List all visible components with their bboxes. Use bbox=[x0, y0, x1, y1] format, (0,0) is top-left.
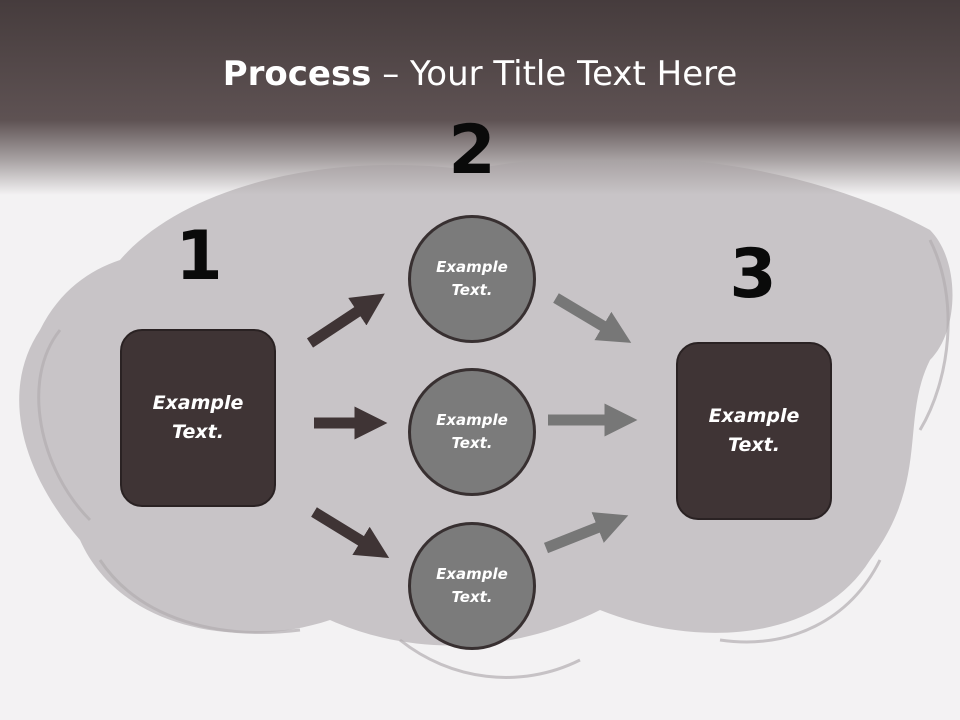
circle-top: Example Text. bbox=[408, 215, 536, 343]
arrow-to-bottom bbox=[311, 507, 390, 559]
circle-middle-text: Example Text. bbox=[436, 411, 508, 452]
right-box-text: Example Text. bbox=[708, 405, 800, 456]
step-number-3: 3 bbox=[729, 235, 777, 314]
circle-bottom: Example Text. bbox=[408, 522, 536, 650]
step-number-2: 2 bbox=[448, 111, 496, 190]
step-number-1: 1 bbox=[175, 217, 223, 296]
title-bold: Process bbox=[222, 54, 372, 94]
title-rest: – Your Title Text Here bbox=[371, 54, 738, 94]
circle-top-text: Example Text. bbox=[436, 258, 508, 299]
slide-title: Process – Your Title Text Here bbox=[0, 52, 960, 96]
circle-middle: Example Text. bbox=[408, 368, 536, 496]
left-box-text: Example Text. bbox=[152, 392, 244, 443]
arrow-to-top bbox=[306, 293, 385, 348]
left-box: Example Text. bbox=[120, 329, 276, 507]
arrow-from-top bbox=[553, 293, 632, 343]
title-banner bbox=[0, 0, 960, 195]
circle-bottom-text: Example Text. bbox=[436, 565, 508, 606]
right-box: Example Text. bbox=[676, 342, 832, 520]
arrow-from-bottom bbox=[543, 512, 629, 554]
